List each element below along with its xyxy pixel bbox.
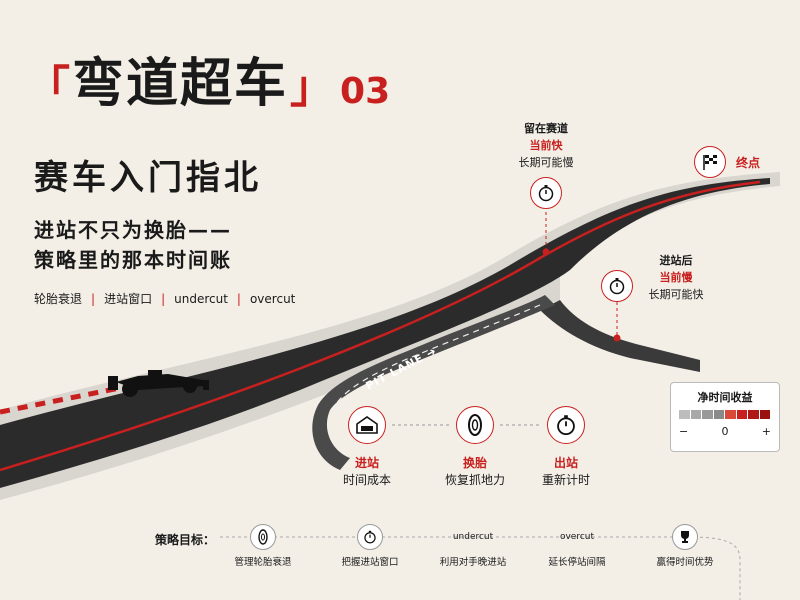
tag-undercut: undercut <box>174 291 228 306</box>
strategy-item-label: 管理轮胎衰退 <box>234 557 292 568</box>
after-pit-current: 当前慢 <box>659 271 693 284</box>
stopwatch-icon <box>601 270 633 302</box>
tag-tire-degradation: 轮胎衰退 <box>34 292 83 306</box>
pit-step-exit: 出站 重新计时 <box>526 455 606 489</box>
pit-step-desc: 恢复抓地力 <box>444 473 505 487</box>
undercut-text-icon: undercut <box>452 532 494 542</box>
stay-current: 当前快 <box>529 139 563 152</box>
strategy-goal-label: 策略目标： <box>155 533 216 547</box>
strategy-item-overcut: overcut 延长停站间隔 <box>532 524 622 568</box>
page-title: 弯道超车 <box>72 54 289 114</box>
afterpit-marker-dot <box>613 334 621 342</box>
strategy-item-label: 延长停站间隔 <box>548 557 606 568</box>
net-time-title: 净时间收益 <box>697 391 753 404</box>
title-block: 「 弯道超车 」 03 <box>26 58 390 110</box>
stay-heading: 留在赛道 <box>524 122 568 135</box>
stopwatch-icon <box>357 524 383 550</box>
after-pit-heading: 进站后 <box>659 254 693 267</box>
strategy-item-undercut: undercut 利用对手晚进站 <box>428 524 518 568</box>
tire-icon <box>250 524 276 550</box>
stay-long-term: 长期可能慢 <box>518 156 574 169</box>
pit-step-desc: 时间成本 <box>342 473 391 487</box>
after-pit-callout: 进站后 当前慢 长期可能快 <box>641 252 711 303</box>
pit-branch-road <box>540 300 700 372</box>
tagline-line-2: 策略里的那本时间账 <box>34 248 232 272</box>
pit-step-title: 换胎 <box>462 456 487 470</box>
stay-marker-dot <box>542 248 550 256</box>
pit-step-tire-change: 换胎 恢复抓地力 <box>435 455 515 489</box>
scale-minus: − <box>679 425 689 438</box>
stopwatch-icon <box>547 406 585 444</box>
net-time-gain-box: 净时间收益 − 0 + <box>670 382 780 452</box>
net-time-scale: − 0 + <box>679 425 771 438</box>
garage-icon <box>348 406 386 444</box>
pit-step-enter: 进站 时间成本 <box>327 455 407 489</box>
title-open-bracket: 「 <box>26 62 70 113</box>
page-subtitle: 赛车入门指北 <box>34 158 262 198</box>
title-close-bracket: 」 <box>290 62 335 113</box>
track-kerb-left <box>0 383 131 415</box>
tag-separator: | <box>236 291 241 306</box>
overcut-text-icon: overcut <box>559 532 595 542</box>
pit-lane-road <box>312 295 555 470</box>
tag-pit-window: 进站窗口 <box>104 292 153 306</box>
strategy-item-tire: 管理轮胎衰退 <box>218 524 308 568</box>
tire-icon <box>456 406 494 444</box>
trophy-icon <box>672 524 698 550</box>
pit-lane-inner-line <box>331 304 541 413</box>
stay-on-track-callout: 留在赛道 当前快 长期可能慢 <box>506 120 586 209</box>
strategy-item-advantage: 赢得时间优势 <box>640 524 730 568</box>
tag-overcut: overcut <box>249 291 296 306</box>
tag-separator: | <box>91 291 96 306</box>
strategy-item-label: 赢得时间优势 <box>656 557 714 568</box>
racing-line <box>0 180 761 472</box>
scale-plus: + <box>761 425 771 438</box>
strategy-item-window: 把握进站窗口 <box>325 524 415 568</box>
topic-tags: 轮胎衰退 | 进站窗口 | undercut | overcut <box>34 290 295 307</box>
strategy-item-label: 利用对手晚进站 <box>439 557 507 568</box>
finish-label: 终点 <box>736 155 761 170</box>
tag-separator: | <box>161 291 166 306</box>
pit-step-title: 出站 <box>553 456 578 470</box>
checkered-flag-icon <box>694 146 726 178</box>
net-time-bar <box>679 410 771 419</box>
after-pit-long-term: 长期可能快 <box>648 288 704 301</box>
stopwatch-icon <box>530 177 562 209</box>
pit-step-title: 进站 <box>354 456 379 470</box>
strategy-dashed-line <box>220 536 741 600</box>
issue-number: 03 <box>340 71 391 112</box>
tagline-line-1: 进站不只为换胎—— <box>34 218 232 242</box>
race-car-icon <box>108 370 209 397</box>
scale-zero: 0 <box>721 425 729 438</box>
strategy-item-label: 把握进站窗口 <box>341 557 399 568</box>
pit-step-desc: 重新计时 <box>541 473 590 487</box>
finish-marker: 终点 <box>694 146 760 178</box>
